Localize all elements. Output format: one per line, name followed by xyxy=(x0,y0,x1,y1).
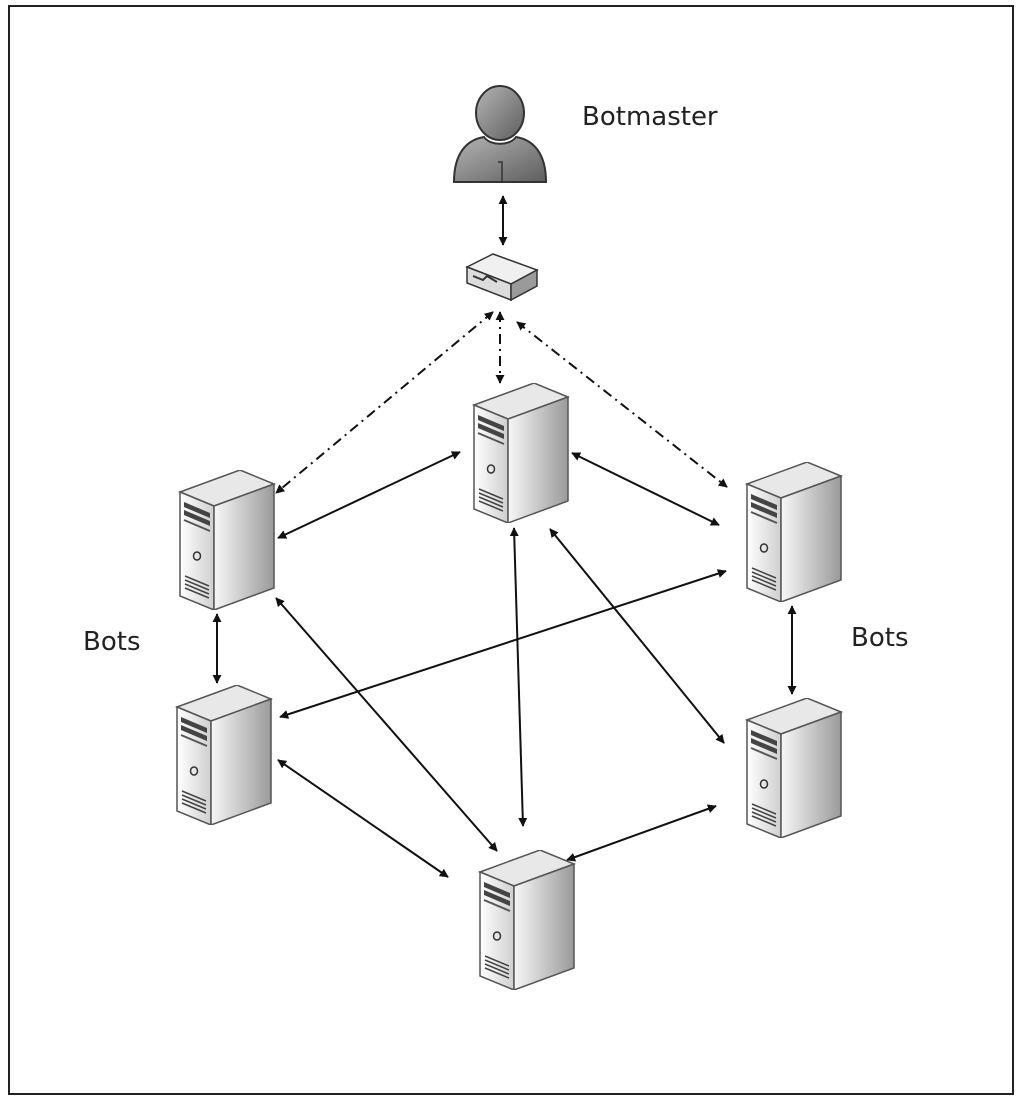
bots-label-right: Bots xyxy=(851,623,909,653)
link-top-upperright xyxy=(571,452,720,526)
link-lowerleft-bottom xyxy=(277,759,449,878)
link-top-bottom xyxy=(509,527,528,827)
link-top-lowerright xyxy=(549,528,725,744)
server-icon xyxy=(473,383,569,523)
botmaster-label: Botmaster xyxy=(582,102,718,132)
link-upperleft-bottom xyxy=(275,597,498,852)
server-icon xyxy=(176,685,272,825)
server-icon xyxy=(179,470,275,610)
server-icon xyxy=(746,698,842,838)
link-router-bot-upper-left xyxy=(275,311,494,494)
link-top-upperleft xyxy=(277,451,461,539)
person-icon xyxy=(452,85,548,183)
router-icon xyxy=(465,253,539,302)
server-icon xyxy=(479,850,575,990)
bots-label-left: Bots xyxy=(83,627,141,657)
bot-servers xyxy=(176,383,842,990)
diagram-frame xyxy=(8,5,1014,1095)
server-icon xyxy=(746,462,842,602)
link-upperright-lowerleft xyxy=(279,569,727,719)
link-lowerright-bottom xyxy=(566,804,717,862)
connection-lines xyxy=(212,195,797,878)
